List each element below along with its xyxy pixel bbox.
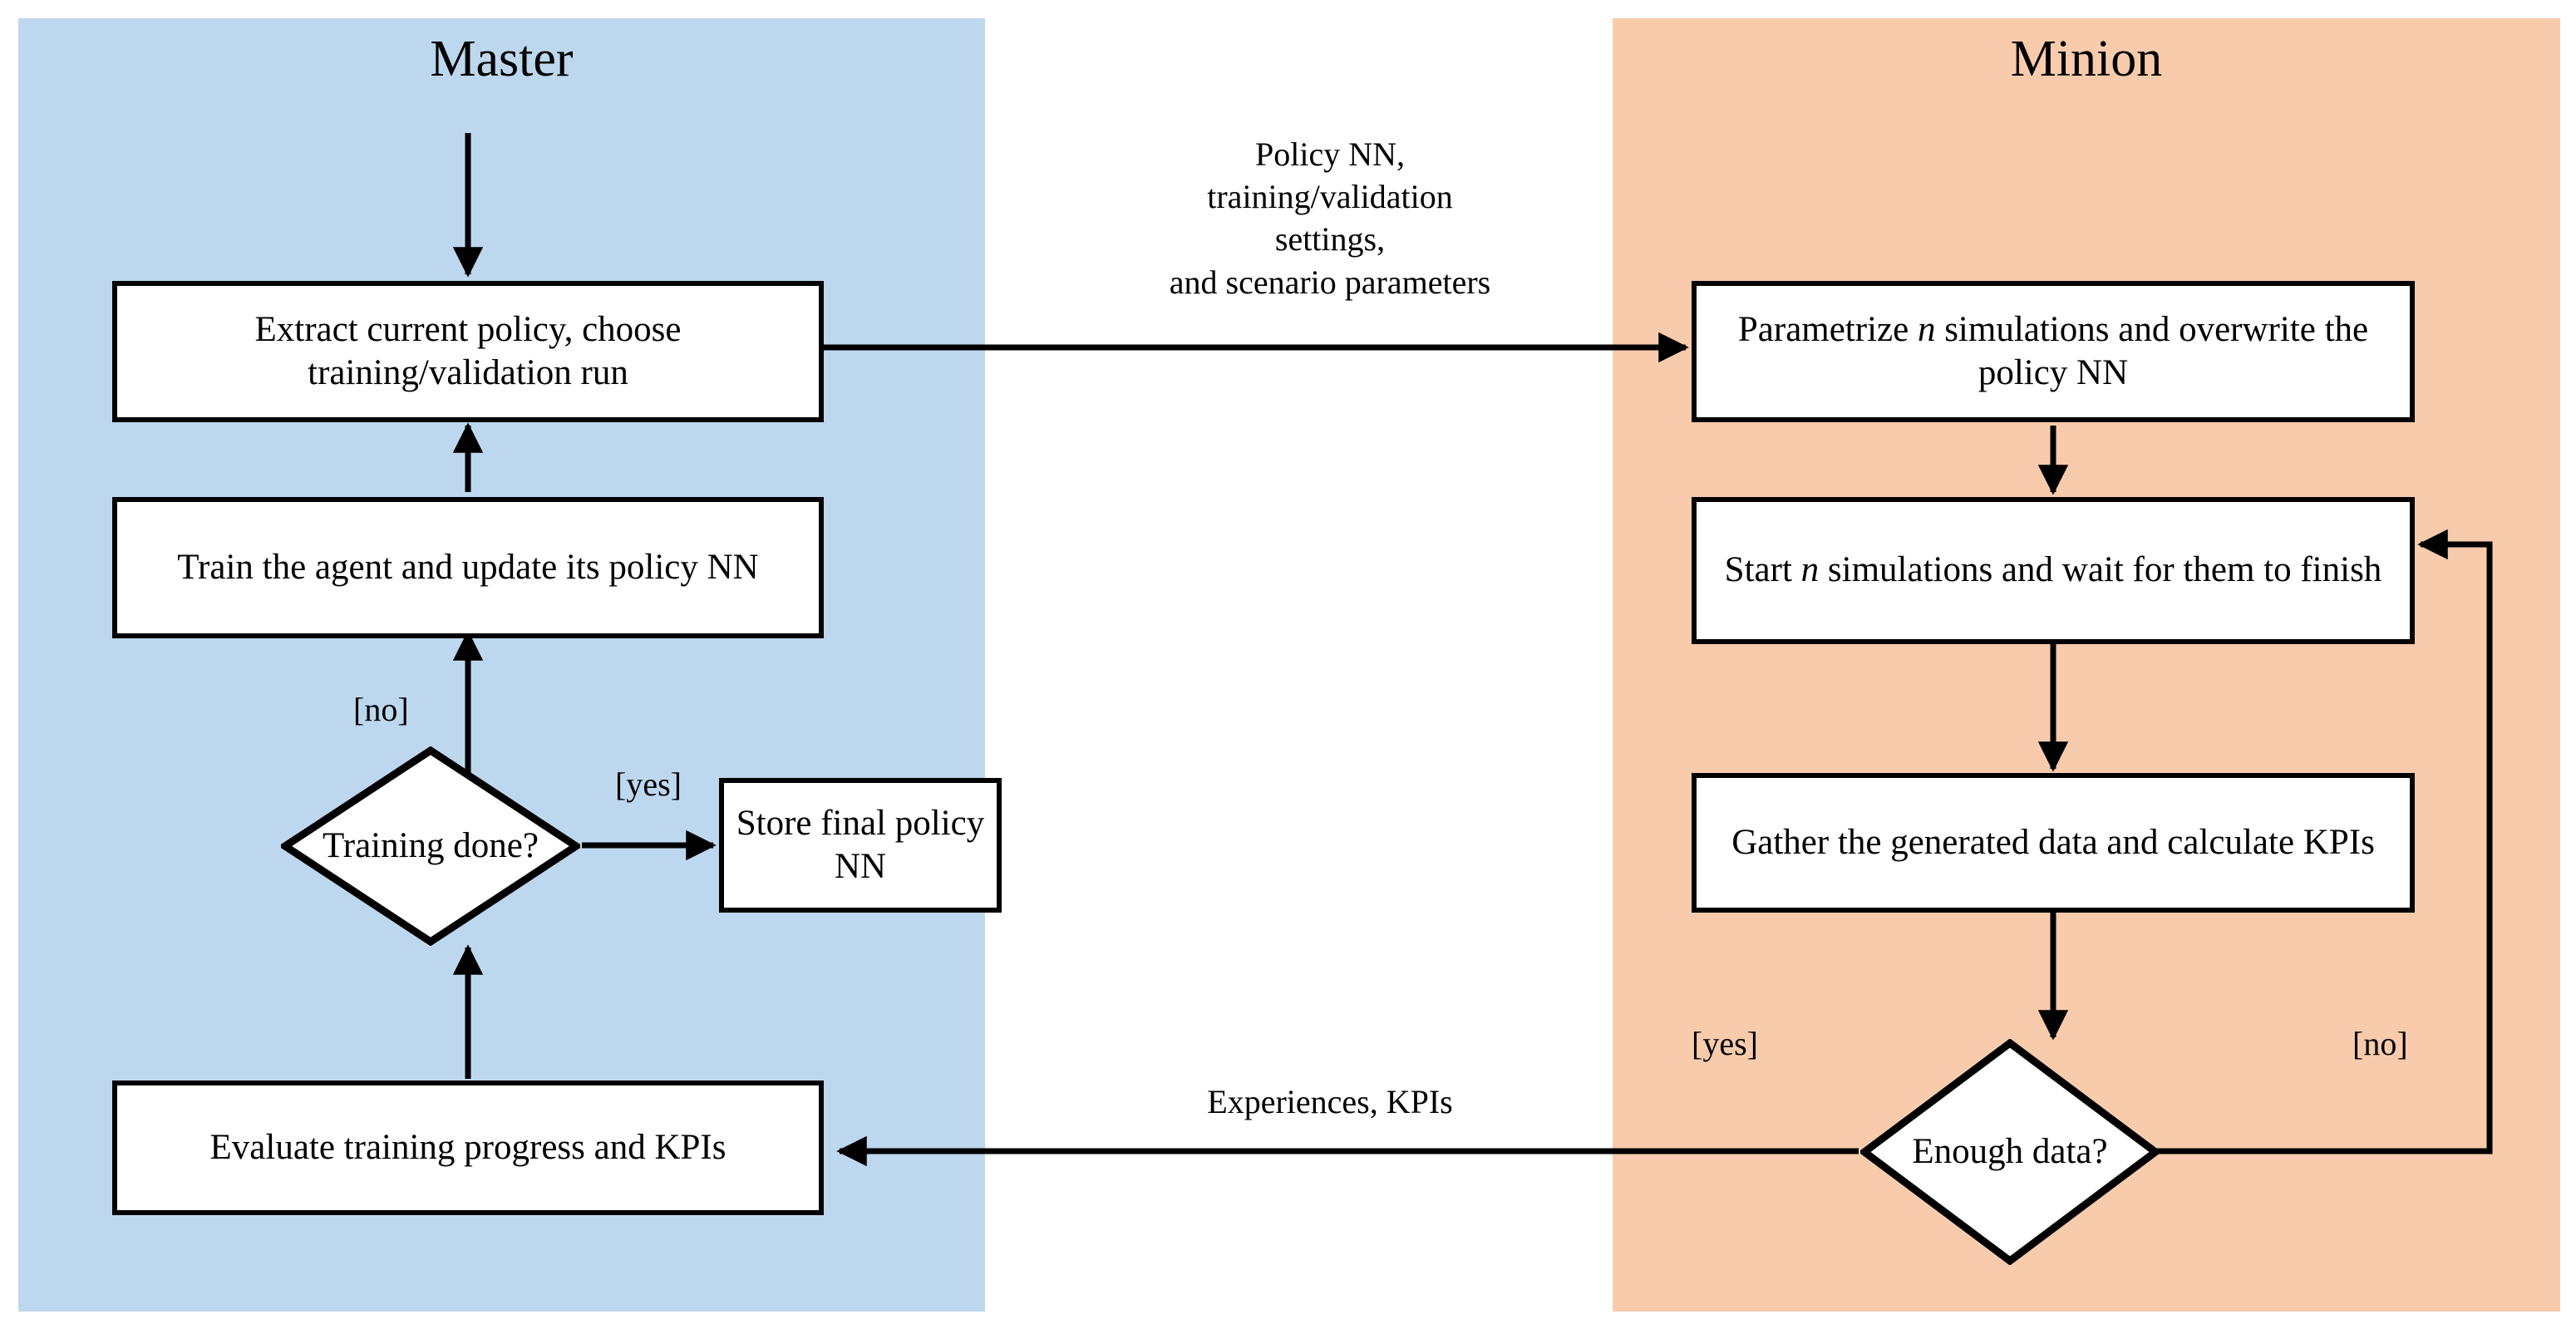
edge-label-minion-to-master: Experiences, KPIs — [1207, 1083, 1453, 1120]
decision-enough-data-label: Enough data? — [1912, 1131, 2108, 1171]
node-start-simulations[interactable]: Start n simulations and wait for them to… — [1692, 497, 2415, 644]
minion-title: Minion — [2010, 31, 2163, 87]
decision-enough-data[interactable]: Enough data? — [1858, 1038, 2162, 1266]
node-extract-current-policy[interactable]: Extract current policy, choose training/… — [112, 281, 824, 422]
branch-label-training-no: [no] — [353, 691, 409, 728]
italic-n-start: n — [1800, 550, 1820, 590]
edge-label-master-to-minion: Policy NN, training/validation settings,… — [1169, 135, 1491, 301]
master-title: Master — [430, 31, 574, 87]
decision-training-done[interactable]: Training done? — [278, 746, 584, 947]
branch-label-enough-no: [no] — [2352, 1025, 2408, 1062]
diamond-shape — [278, 746, 584, 947]
node-gather-data-calculate-kpis[interactable]: Gather the generated data and calculate … — [1692, 773, 2415, 913]
node-store-final-policy[interactable]: Store final policy NN — [719, 778, 1002, 913]
italic-n-parametrize: n — [1917, 309, 1936, 349]
diamond-shape — [1858, 1038, 2162, 1266]
node-train-agent[interactable]: Train the agent and update its policy NN — [112, 497, 824, 638]
branch-label-training-yes: [yes] — [615, 765, 682, 803]
node-parametrize-simulations[interactable]: Parametrize n simulations and overwrite … — [1692, 281, 2415, 422]
decision-training-done-label: Training done? — [323, 825, 539, 865]
branch-label-enough-yes: [yes] — [1692, 1025, 1758, 1062]
node-start-text: Start n simulations and wait for them to… — [1724, 550, 2382, 590]
node-evaluate-training-progress[interactable]: Evaluate training progress and KPIs — [112, 1080, 824, 1215]
node-parametrize-text: Parametrize n simulations and overwrite … — [1737, 309, 2369, 392]
